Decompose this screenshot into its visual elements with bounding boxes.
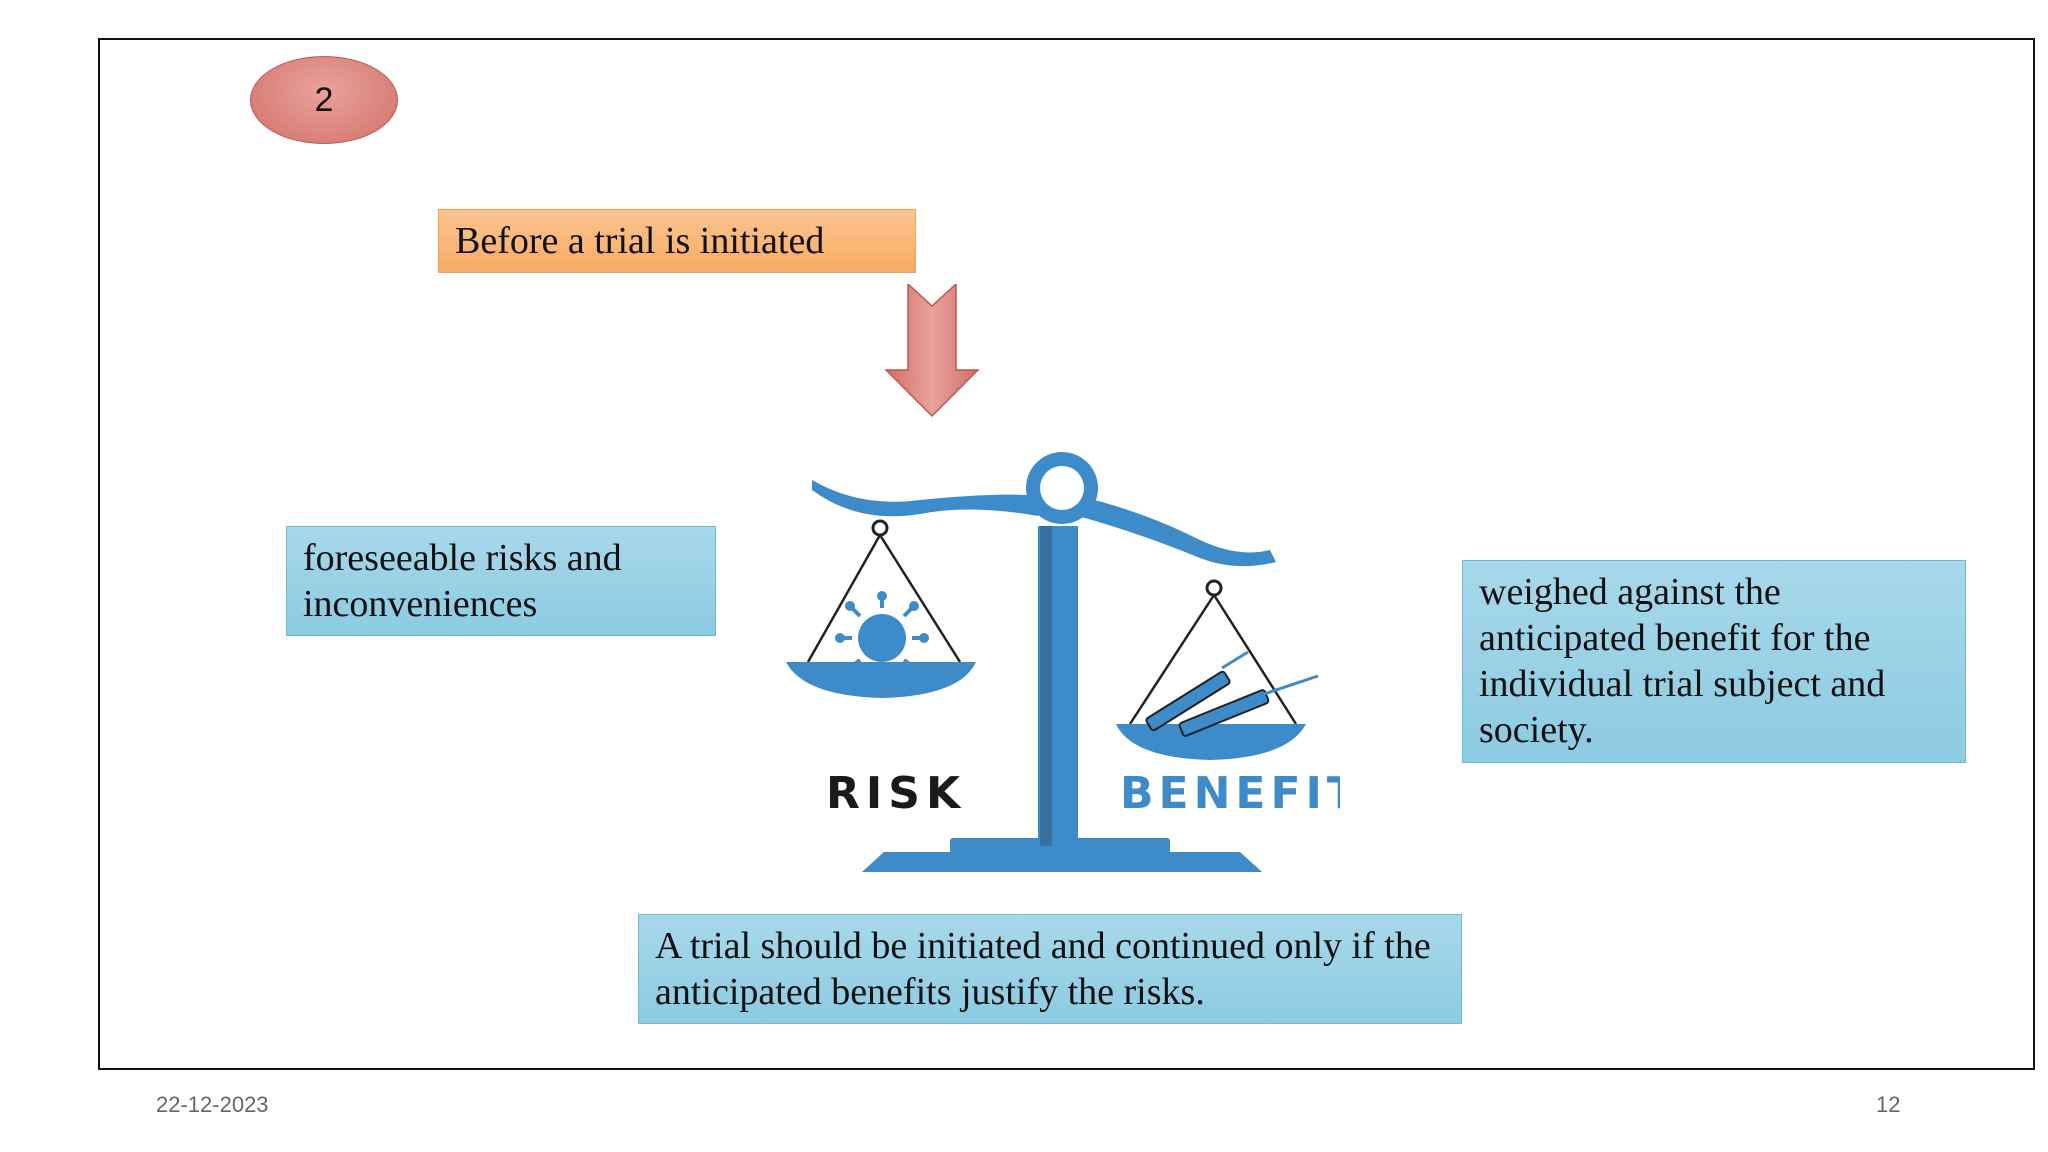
step-number-badge: 2 (250, 56, 398, 144)
heading-box: Before a trial is initiated (438, 209, 916, 273)
footer-page-number: 12 (1876, 1092, 1901, 1117)
risk-label: RISK (826, 768, 966, 819)
risks-box: foreseeable risks and inconveniences (286, 526, 716, 636)
risk-benefit-scale-illustration: RISK BENEFIT (786, 452, 1340, 872)
virus-icon (835, 591, 929, 668)
slide-frame (98, 38, 2035, 1070)
benefit-label: BENEFIT (1120, 768, 1340, 819)
down-arrow-icon (884, 284, 980, 418)
step-number: 2 (314, 80, 334, 119)
syringe-icon (1145, 650, 1319, 737)
conclusion-box: A trial should be initiated and continue… (638, 914, 1462, 1024)
footer-date: 22-12-2023 (156, 1092, 269, 1117)
benefit-box: weighed against the anticipated benefit … (1462, 560, 1966, 763)
